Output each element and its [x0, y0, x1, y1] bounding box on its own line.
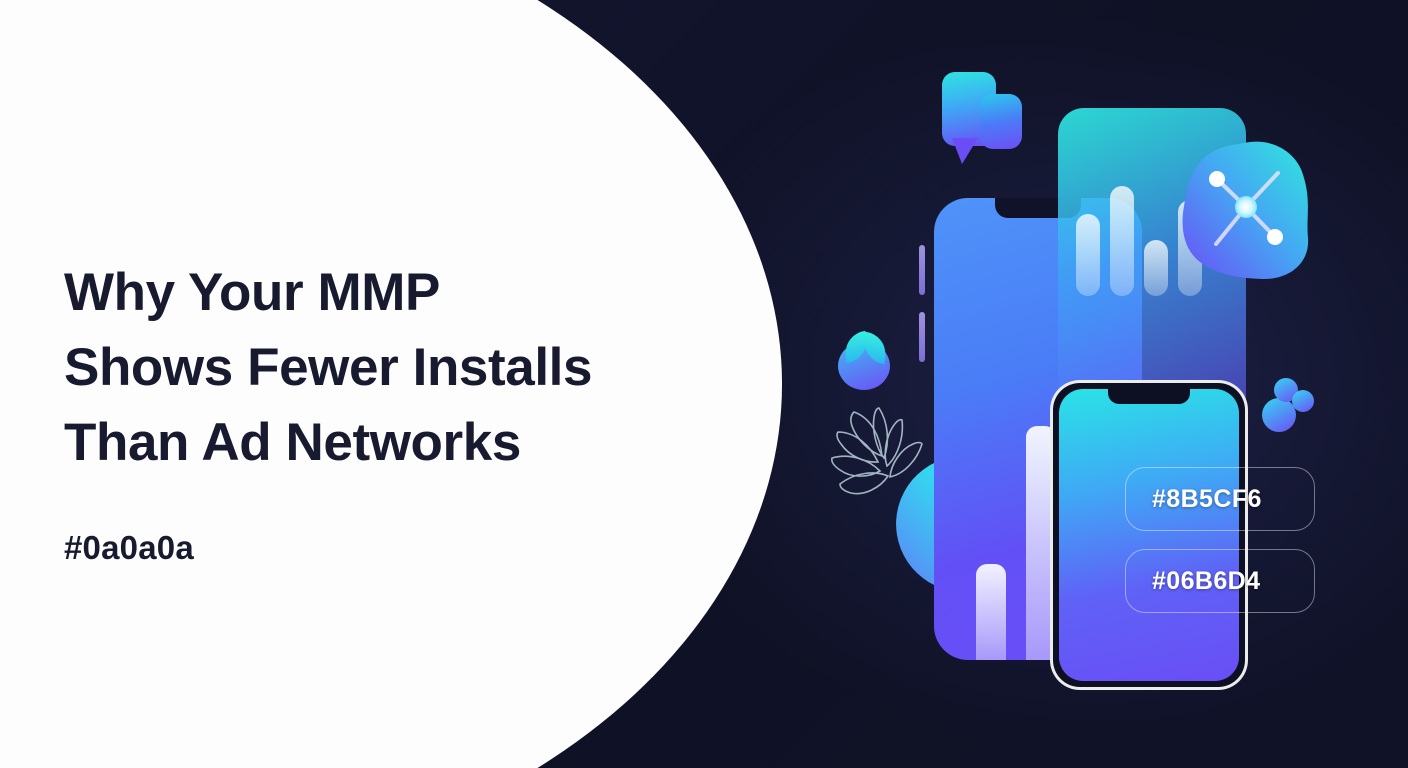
fan-leaf-outline-icon: [824, 398, 932, 510]
color-chip-cyan: #06B6D4: [1125, 549, 1315, 613]
speech-bubble-tail: [952, 138, 978, 164]
color-chip-purple: #8B5CF6: [1125, 467, 1315, 531]
tri-circle-blob-icon: [1260, 378, 1316, 436]
card-bar: [1110, 186, 1134, 296]
blob-circle: [1262, 398, 1296, 432]
phone-screen: #8B5CF6 #06B6D4: [1059, 389, 1315, 681]
white-curve-panel: [0, 0, 782, 768]
speech-bubble-icon: [942, 72, 1034, 177]
speech-bubble-front: [980, 94, 1022, 149]
phone-notch: [1108, 389, 1190, 404]
leaf-circle-icon: [838, 330, 896, 390]
color-chip-purple-label: #8B5CF6: [1152, 484, 1262, 513]
color-chip-cyan-label: #06B6D4: [1152, 566, 1261, 595]
card-bar: [1144, 240, 1168, 296]
dash-mark-icon: [919, 312, 925, 362]
page-title: Why Your MMP Shows Fewer Installs Than A…: [64, 263, 593, 472]
blob-circle: [1292, 390, 1314, 412]
front-phone-mockup: #8B5CF6 #06B6D4: [1050, 380, 1315, 690]
illustration: #8B5CF6 #06B6D4: [800, 0, 1408, 768]
copy-block: Why Your MMP Shows Fewer Installs Than A…: [64, 255, 684, 567]
network-node-icon: [1180, 140, 1312, 282]
bar-chart-bar: [976, 564, 1006, 660]
dash-mark-icon: [919, 245, 925, 295]
card-bar: [1076, 214, 1100, 296]
subtitle-hex-code: #0a0a0a: [64, 529, 194, 566]
